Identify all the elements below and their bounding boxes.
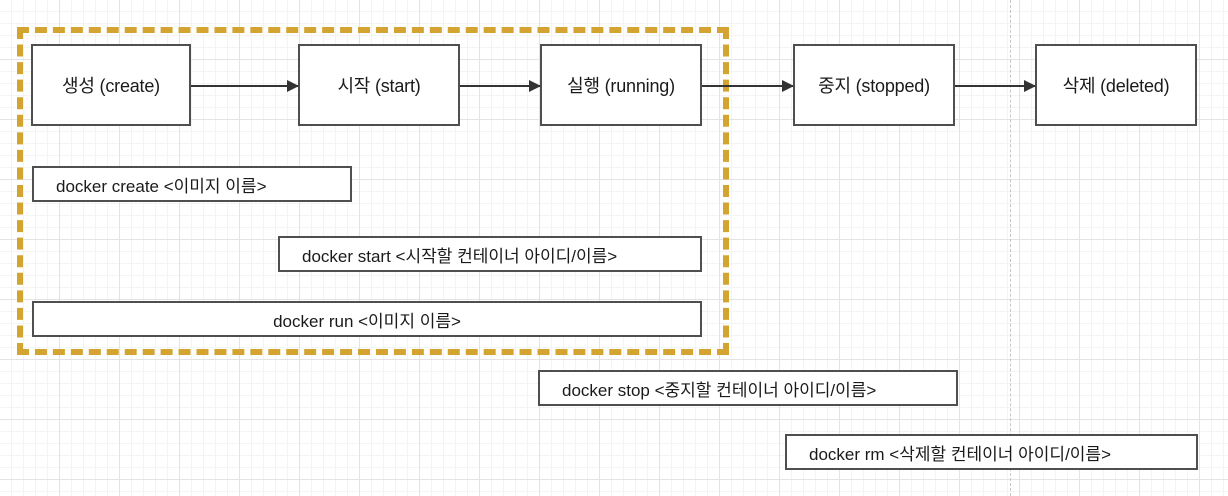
- state-label: 실행 (running): [567, 76, 675, 96]
- highlight-region-dashed: [17, 27, 729, 355]
- command-box-docker-rm[interactable]: docker rm <삭제할 컨테이너 아이디/이름>: [785, 434, 1198, 470]
- arrow-icon-start-to-running: [460, 80, 541, 92]
- state-box-create[interactable]: 생성 (create): [31, 44, 191, 126]
- state-box-start[interactable]: 시작 (start): [298, 44, 460, 126]
- command-text: docker run <이미지 이름>: [273, 311, 461, 331]
- state-label: 생성 (create): [62, 76, 160, 96]
- state-label: 시작 (start): [337, 76, 421, 96]
- command-text: docker start <시작할 컨테이너 아이디/이름>: [302, 246, 618, 266]
- state-box-deleted[interactable]: 삭제 (deleted): [1035, 44, 1197, 126]
- command-box-docker-start[interactable]: docker start <시작할 컨테이너 아이디/이름>: [278, 236, 702, 272]
- command-box-docker-create[interactable]: docker create <이미지 이름>: [32, 166, 352, 202]
- command-text: docker rm <삭제할 컨테이너 아이디/이름>: [809, 444, 1111, 464]
- page-break-line: [1010, 0, 1011, 496]
- command-box-docker-run[interactable]: docker run <이미지 이름>: [32, 301, 702, 337]
- state-label: 삭제 (deleted): [1062, 76, 1170, 96]
- state-box-stopped[interactable]: 중지 (stopped): [793, 44, 955, 126]
- state-label: 중지 (stopped): [818, 76, 930, 96]
- arrow-icon-stopped-to-deleted: [955, 80, 1036, 92]
- command-box-docker-stop[interactable]: docker stop <중지할 컨테이너 아이디/이름>: [538, 370, 958, 406]
- arrow-icon-create-to-start: [191, 80, 299, 92]
- arrow-icon-running-to-stopped: [702, 80, 794, 92]
- command-text: docker stop <중지할 컨테이너 아이디/이름>: [562, 380, 877, 400]
- state-box-running[interactable]: 실행 (running): [540, 44, 702, 126]
- command-text: docker create <이미지 이름>: [56, 176, 267, 196]
